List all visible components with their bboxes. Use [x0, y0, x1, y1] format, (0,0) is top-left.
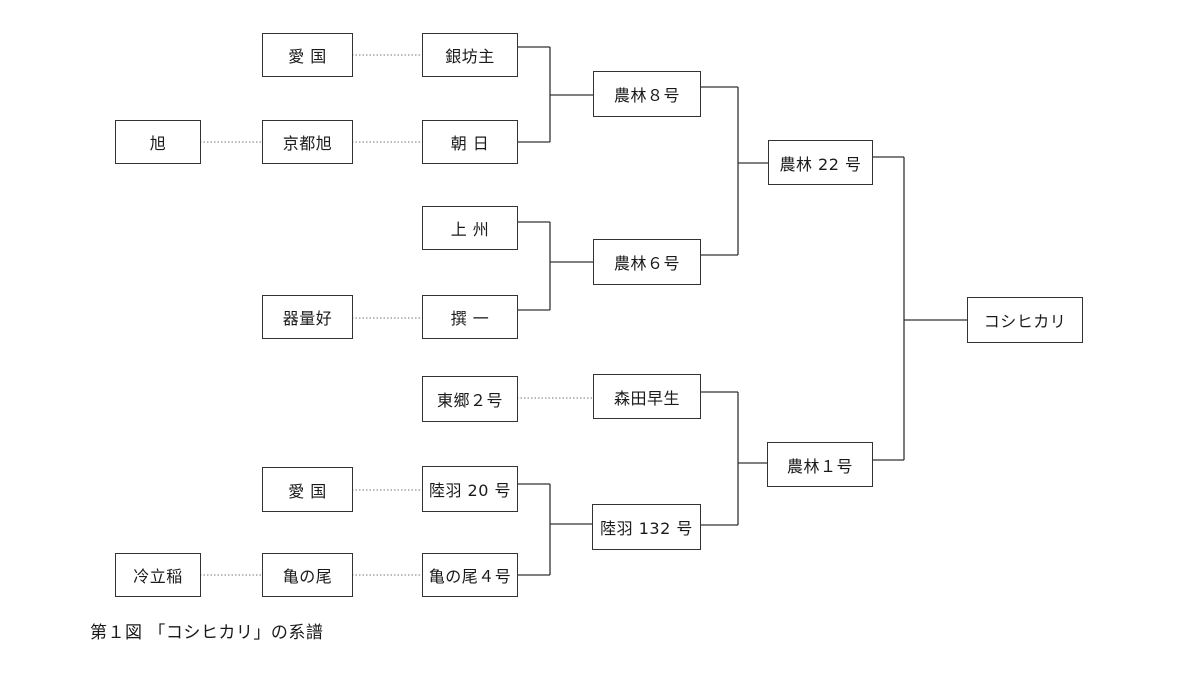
node-asahi: 朝 日 — [422, 120, 518, 164]
node-reiritsuine: 冷立稲 — [115, 553, 201, 597]
cross-norin8-norin6 — [700, 86, 768, 256]
node-aikoku-bottom: 愛 国 — [262, 467, 353, 512]
cross-norin22-norin1 — [872, 156, 967, 461]
cross-rikuu20-kamenoo4 — [517, 483, 592, 576]
node-rikuu20: 陸羽 20 号 — [422, 466, 518, 512]
node-norin1: 農林１号 — [767, 442, 873, 487]
node-kamenoo4: 亀の尾４号 — [422, 553, 518, 597]
cross-moritawase-rikuu132 — [700, 391, 767, 526]
node-kiryoyoshi: 器量好 — [262, 295, 353, 339]
node-aikoku-top: 愛 国 — [262, 33, 353, 77]
node-kyoto-asahi: 京都旭 — [262, 120, 353, 164]
node-ginbozu: 銀坊主 — [422, 33, 518, 77]
figure-caption: 第１図 「コシヒカリ」の系譜 — [90, 623, 324, 643]
node-kamenoo: 亀の尾 — [262, 553, 353, 597]
cross-ginbozu-asahi — [517, 46, 593, 143]
node-koshihikari: コシヒカリ — [967, 297, 1083, 343]
node-rikuu132: 陸羽 132 号 — [592, 504, 701, 550]
node-norin8: 農林８号 — [593, 71, 701, 117]
node-moritawase: 森田早生 — [593, 374, 701, 419]
node-joshu: 上 州 — [422, 206, 518, 250]
cross-joshu-senichi — [517, 221, 593, 311]
node-norin6: 農林６号 — [593, 239, 701, 285]
node-togo2: 東郷２号 — [422, 376, 518, 422]
node-asahi-root: 旭 — [115, 120, 201, 164]
node-norin22: 農林 22 号 — [768, 140, 873, 185]
node-senichi: 撰 一 — [422, 295, 518, 339]
